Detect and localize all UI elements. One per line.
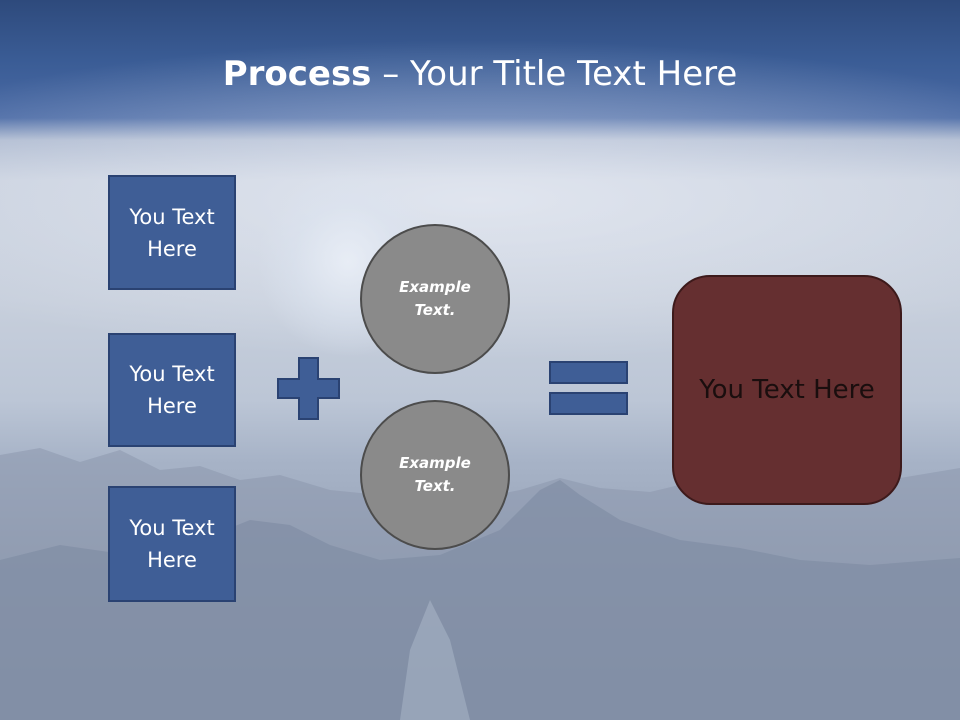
title-rest: – Your Title Text Here [371,54,738,94]
input-box-2-line1: You Text [129,362,215,386]
input-box-3-line1: You Text [129,516,215,540]
example-circle-2-line2: Text. [414,477,456,495]
example-circle-2-line1: Example [399,454,471,472]
result-box: You Text Here [672,275,902,505]
input-box-1-line1: You Text [129,204,215,229]
input-box-3-line2: Here [147,548,197,572]
example-circle-1-line1: Example [399,278,471,296]
input-box-1-line2: Here [147,236,197,261]
title-bold: Process [222,54,372,94]
slide-title: Process – Your Title Text Here [0,52,960,96]
input-box-2-line2: Here [147,394,197,418]
result-label: You Text Here [699,375,875,405]
equals-icon [549,361,628,415]
plus-icon [277,357,340,420]
example-circle-1-line2: Text. [414,301,456,319]
